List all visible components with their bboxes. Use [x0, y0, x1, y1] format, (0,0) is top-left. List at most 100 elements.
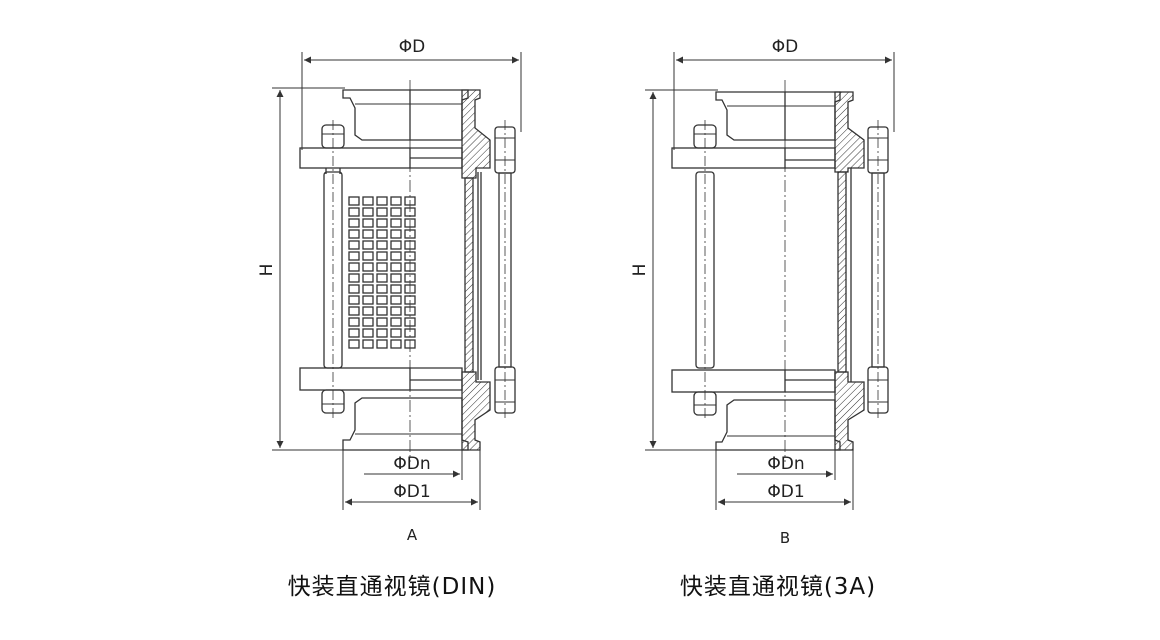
guard-hole	[348, 328, 360, 338]
dim-label-height-a: H	[257, 264, 277, 277]
dimension-flange-diameter-a	[342, 450, 481, 510]
top-left-nut-a	[321, 124, 345, 174]
guard-hole	[390, 262, 402, 272]
guard-hole	[348, 339, 360, 349]
right-section-bottom-a	[461, 371, 491, 451]
right-tie-rod-a	[494, 120, 516, 420]
guard-hole	[376, 218, 388, 228]
sublabel-a: A	[407, 526, 418, 544]
bottom-ferrule-a	[342, 397, 469, 451]
dimension-height-a	[272, 87, 345, 451]
guard-hole	[348, 196, 360, 206]
caption-a: 快装直通视镜(DIN)	[288, 574, 497, 600]
guard-hole	[362, 306, 374, 316]
guard-hole	[362, 284, 374, 294]
guard-hole	[390, 240, 402, 250]
bottom-flange-a	[299, 367, 411, 391]
top-ferrule-b	[715, 91, 786, 141]
guard-hole	[362, 328, 374, 338]
dimension-outer-diameter-a	[301, 52, 522, 150]
left-tie-rod-b	[695, 120, 715, 420]
guard-hole	[362, 229, 374, 239]
guard-hole	[376, 306, 388, 316]
guard-hole	[376, 339, 388, 349]
guard-hole	[348, 284, 360, 294]
dimension-nominal-diameter-a	[364, 450, 463, 480]
guard-hole	[362, 218, 374, 228]
dimension-nominal-diameter-b	[737, 450, 836, 480]
dimension-flange-diameter-b	[715, 450, 854, 510]
figure-b: ΦD H	[630, 37, 895, 600]
dim-label-flange-diameter-b: ΦD1	[767, 482, 804, 502]
top-flange-a	[299, 147, 411, 169]
guard-hole	[348, 251, 360, 261]
dimension-height-b	[645, 89, 718, 451]
guard-hole	[348, 273, 360, 283]
guard-hole	[390, 295, 402, 305]
guard-hole	[362, 207, 374, 217]
guard-hole	[348, 306, 360, 316]
top-ferrule-a	[342, 89, 411, 141]
bottom-ferrule-b	[715, 399, 841, 451]
caption-b: 快装直通视镜(3A)	[680, 574, 876, 600]
guard-hole	[390, 207, 402, 217]
guard-hole	[390, 273, 402, 283]
guard-hole	[376, 229, 388, 239]
guard-hole	[348, 240, 360, 250]
guard-hole	[348, 218, 360, 228]
guard-hole	[376, 328, 388, 338]
guard-hole	[376, 262, 388, 272]
bottom-left-nut-a	[321, 389, 345, 414]
dim-label-nominal-diameter-b: ΦDn	[767, 454, 804, 474]
guard-hole	[348, 317, 360, 327]
guard-hole	[390, 196, 402, 206]
guard-hole	[362, 251, 374, 261]
top-flange-b	[671, 147, 786, 169]
guard-hole	[390, 229, 402, 239]
guard-hole	[362, 339, 374, 349]
guard-hole	[376, 273, 388, 283]
guard-hole	[390, 218, 402, 228]
guard-hole	[376, 207, 388, 217]
dim-label-flange-diameter-a: ΦD1	[393, 482, 430, 502]
guard-hole	[362, 196, 374, 206]
perforated-guard-a	[348, 196, 416, 349]
guard-hole	[348, 262, 360, 272]
guard-hole	[376, 251, 388, 261]
right-section-top-a	[461, 89, 491, 179]
bottom-left-nut-b	[693, 391, 717, 416]
right-tie-rod-b	[867, 120, 889, 420]
guard-hole	[376, 240, 388, 250]
guard-hole	[348, 229, 360, 239]
right-section-bottom-b	[834, 371, 865, 451]
dimension-outer-diameter-b	[673, 52, 895, 150]
guard-hole	[348, 295, 360, 305]
guard-hole	[376, 317, 388, 327]
top-ferrule-right-a	[410, 89, 469, 141]
sublabel-b: B	[780, 529, 790, 547]
dim-label-height-b: H	[630, 264, 650, 277]
glass-wall-section-a	[464, 177, 474, 373]
dim-label-outer-diameter-a: ΦD	[399, 37, 425, 57]
guard-hole	[390, 339, 402, 349]
guard-hole	[362, 262, 374, 272]
guard-hole	[376, 196, 388, 206]
guard-hole	[376, 284, 388, 294]
guard-hole	[362, 240, 374, 250]
figure-a: ΦD H	[257, 37, 522, 600]
guard-hole	[390, 328, 402, 338]
guard-hole	[348, 207, 360, 217]
glass-wall-section-b	[837, 171, 847, 373]
guard-hole	[390, 284, 402, 294]
guard-hole	[390, 306, 402, 316]
dim-label-nominal-diameter-a: ΦDn	[393, 454, 430, 474]
left-tie-rod-a	[323, 120, 343, 420]
bottom-flange-b	[671, 369, 786, 393]
guard-hole	[362, 295, 374, 305]
right-section-top-b	[834, 91, 865, 173]
dim-label-outer-diameter-b: ΦD	[772, 37, 798, 57]
guard-hole	[390, 251, 402, 261]
guard-hole	[376, 295, 388, 305]
guard-hole	[362, 317, 374, 327]
